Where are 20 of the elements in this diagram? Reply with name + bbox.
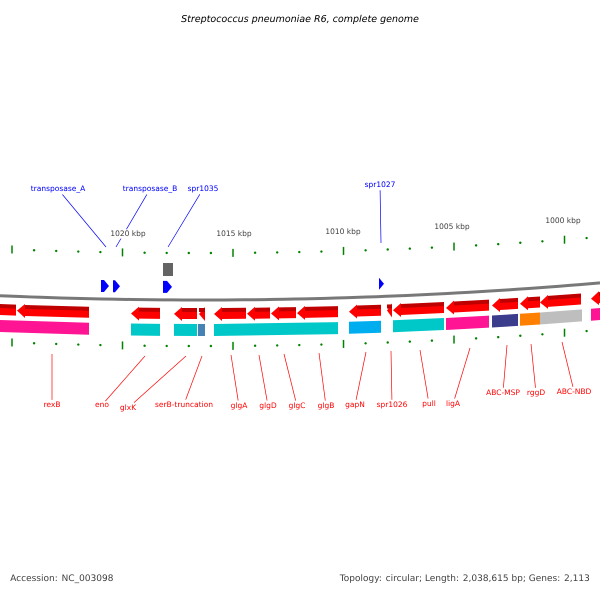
leader-line <box>380 190 382 244</box>
leader-line <box>105 356 146 402</box>
leader-line <box>530 344 536 388</box>
leader-line <box>454 348 470 399</box>
leader-line <box>318 352 326 401</box>
leader-line <box>420 350 428 399</box>
info-text: Accession: NC_003098 <box>9 573 114 584</box>
leader-line <box>134 356 186 403</box>
leader-line <box>503 344 508 388</box>
title: Streptococcus pneumoniae R6, complete genome <box>181 14 418 24</box>
leader-line <box>230 354 239 401</box>
leader-line <box>185 356 202 400</box>
leader-line <box>356 352 366 400</box>
leader-line <box>62 194 106 248</box>
info-text: Topology: circular; Length: 2,038,615 bp; Genes: 2,113 <box>338 573 591 584</box>
leader-line <box>562 342 574 388</box>
leader-line <box>284 354 296 401</box>
leader-line <box>168 194 200 248</box>
leader-line <box>258 354 268 401</box>
leader-line <box>390 350 392 400</box>
